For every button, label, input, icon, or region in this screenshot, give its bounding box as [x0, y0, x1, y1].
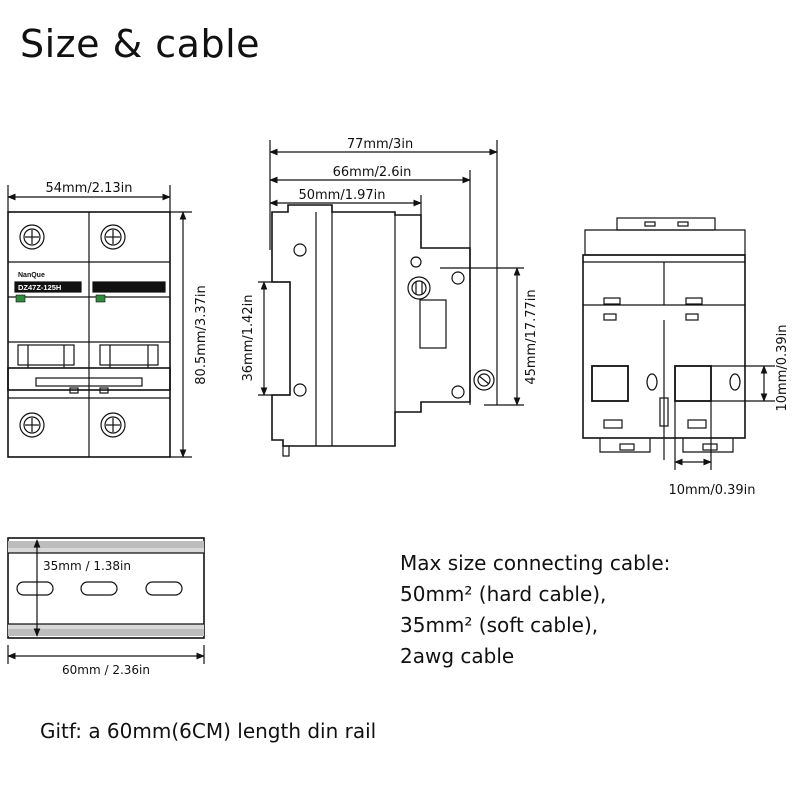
breaker-side-profile [271, 204, 471, 447]
rail-slot [145, 581, 183, 596]
screw-icon [19, 412, 45, 438]
side-view [258, 140, 524, 457]
rail-length-label: 60mm / 2.36in [62, 663, 150, 677]
screw-icon [100, 412, 126, 438]
front-height-label: 80.5mm/3.37in [194, 285, 209, 384]
rail-slot [16, 581, 54, 596]
cable-line-awg: 2awg cable [400, 644, 515, 668]
bottom-view [582, 217, 775, 470]
toggle-handle [7, 367, 171, 391]
rail-height-label: 35mm / 1.38in [43, 559, 131, 573]
gift-note: Gitf: a 60mm(6CM) length din rail [40, 719, 377, 743]
terminal-opening [591, 365, 629, 402]
brand-label: NanQue [18, 272, 45, 279]
model-label: DZ47Z-125H [18, 283, 61, 292]
front-width-label: 54mm/2.13in [45, 181, 132, 196]
screw-icon [19, 224, 45, 250]
side-total-depth-label: 77mm/3in [347, 137, 413, 152]
side-rail-height-label: 36mm/1.42in [241, 294, 256, 381]
rail-slot [80, 581, 118, 596]
front-view [7, 185, 192, 458]
bottom-terminal-height-label: 10mm/0.39in [775, 324, 790, 411]
cable-line-soft: 35mm² (soft cable), [400, 613, 599, 637]
cable-info: Max size connecting cable: 50mm² (hard c… [400, 548, 670, 672]
side-terminal-height-label: 45mm/17.77in [524, 289, 539, 384]
cable-line-hard: 50mm² (hard cable), [400, 582, 607, 606]
side-body-depth-label: 50mm/1.97in [298, 188, 385, 203]
cable-heading: Max size connecting cable: [400, 551, 671, 575]
page-title: Size & cable [20, 22, 261, 66]
din-rail [7, 537, 205, 664]
side-mid-depth-label: 66mm/2.6in [333, 165, 412, 180]
screw-icon [100, 224, 126, 250]
terminal-screw-icon [407, 276, 431, 300]
terminal-opening [674, 365, 712, 402]
terminal-screw-icon [473, 369, 495, 391]
bottom-terminal-width-label: 10mm/0.39in [668, 483, 755, 498]
